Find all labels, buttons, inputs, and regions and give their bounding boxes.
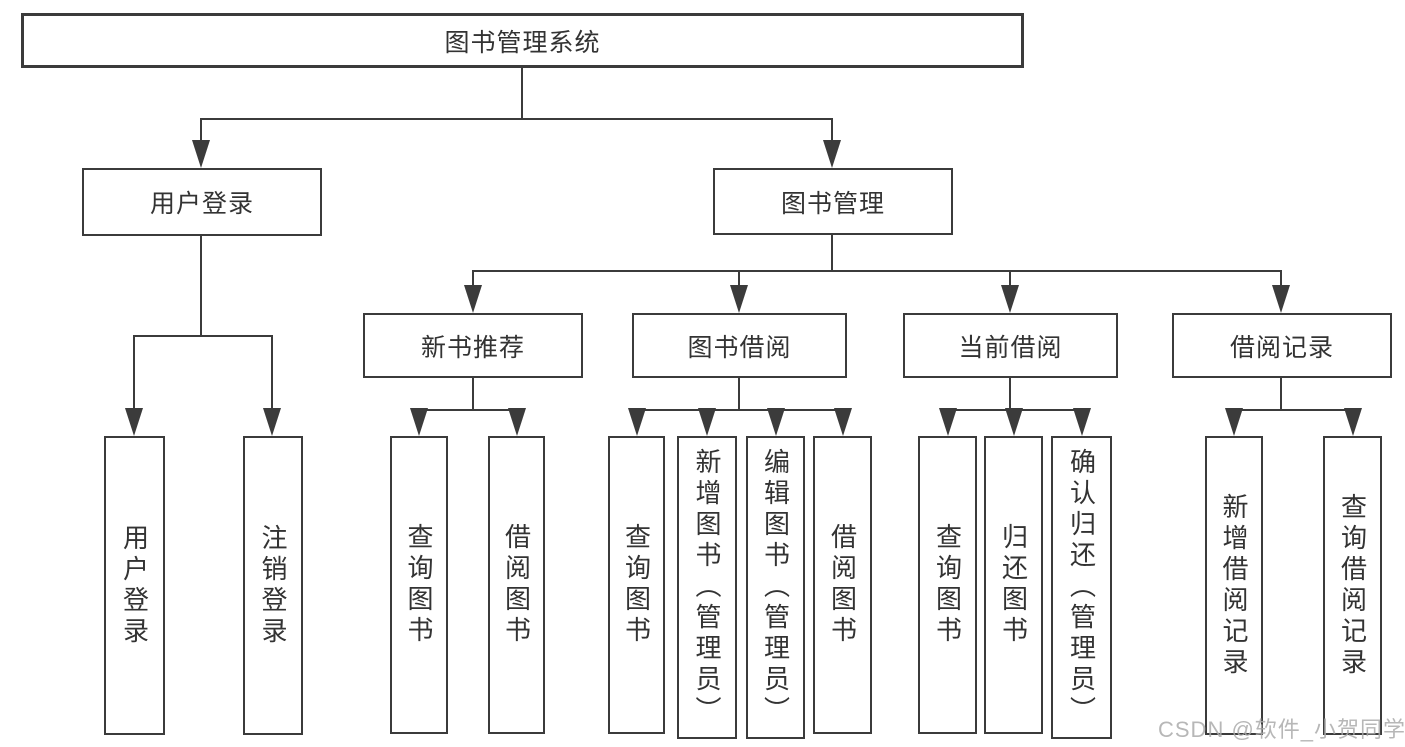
connector-line xyxy=(200,234,202,337)
arrowhead-icon xyxy=(1272,285,1290,313)
connector-line xyxy=(472,270,1282,272)
leaf-query-books: 查询图书 xyxy=(390,436,448,734)
connector-line xyxy=(472,270,474,288)
connector-line xyxy=(738,378,740,411)
leaf-add-book-admin: 新增图书（管理员） xyxy=(677,436,737,739)
arrowhead-icon xyxy=(410,408,428,436)
csdn-watermark: CSDN @软件_小贺同学 xyxy=(1158,717,1405,742)
connector-line xyxy=(200,118,202,144)
leaf-user-login: 用户登录 xyxy=(104,436,165,735)
arrowhead-icon xyxy=(834,408,852,436)
connector-line xyxy=(831,234,833,272)
arrowhead-icon xyxy=(1225,408,1243,436)
connector-line xyxy=(1280,270,1282,288)
leaf-query-borrow-record: 查询借阅记录 xyxy=(1323,436,1382,735)
connector-line xyxy=(472,378,474,411)
node-book-mgmt: 图书管理 xyxy=(713,168,953,235)
arrowhead-icon xyxy=(767,408,785,436)
arrowhead-icon xyxy=(508,408,526,436)
arrowhead-icon xyxy=(125,408,143,436)
connector-line xyxy=(521,66,523,120)
leaf-logout: 注销登录 xyxy=(243,436,303,735)
arrowhead-icon xyxy=(823,140,841,168)
connector-line xyxy=(418,409,518,411)
arrowhead-icon xyxy=(464,285,482,313)
connector-line xyxy=(1233,409,1354,411)
node-book-borrow: 图书借阅 xyxy=(632,313,847,378)
leaf-add-borrow-record: 新增借阅记录 xyxy=(1205,436,1263,735)
arrowhead-icon xyxy=(698,408,716,436)
connector-line xyxy=(1280,378,1282,411)
connector-line xyxy=(200,118,833,120)
arrowhead-icon xyxy=(1005,408,1023,436)
node-borrow-records: 借阅记录 xyxy=(1172,313,1392,378)
connector-line xyxy=(1009,270,1011,288)
arrowhead-icon xyxy=(1001,285,1019,313)
connector-line xyxy=(738,270,740,288)
leaf-edit-book-admin: 编辑图书（管理员） xyxy=(746,436,805,739)
arrowhead-icon xyxy=(263,408,281,436)
connector-line xyxy=(1009,378,1011,411)
node-new-books: 新书推荐 xyxy=(363,313,583,378)
arrowhead-icon xyxy=(1344,408,1362,436)
leaf-return-books: 归还图书 xyxy=(984,436,1043,734)
connector-line xyxy=(271,335,273,410)
leaf-query-books: 查询图书 xyxy=(918,436,977,734)
node-root: 图书管理系统 xyxy=(21,13,1024,68)
arrowhead-icon xyxy=(192,140,210,168)
node-current-borrow: 当前借阅 xyxy=(903,313,1118,378)
node-user-login: 用户登录 xyxy=(82,168,322,236)
arrowhead-icon xyxy=(628,408,646,436)
connector-line xyxy=(831,118,833,144)
arrowhead-icon xyxy=(939,408,957,436)
leaf-borrow-books: 借阅图书 xyxy=(488,436,545,734)
leaf-query-books: 查询图书 xyxy=(608,436,665,734)
leaf-borrow-books: 借阅图书 xyxy=(813,436,872,734)
arrowhead-icon xyxy=(730,285,748,313)
connector-line xyxy=(636,409,843,411)
connector-line xyxy=(133,335,135,410)
leaf-confirm-return-admin: 确认归还（管理员） xyxy=(1051,436,1112,739)
arrowhead-icon xyxy=(1073,408,1091,436)
connector-line xyxy=(133,335,273,337)
